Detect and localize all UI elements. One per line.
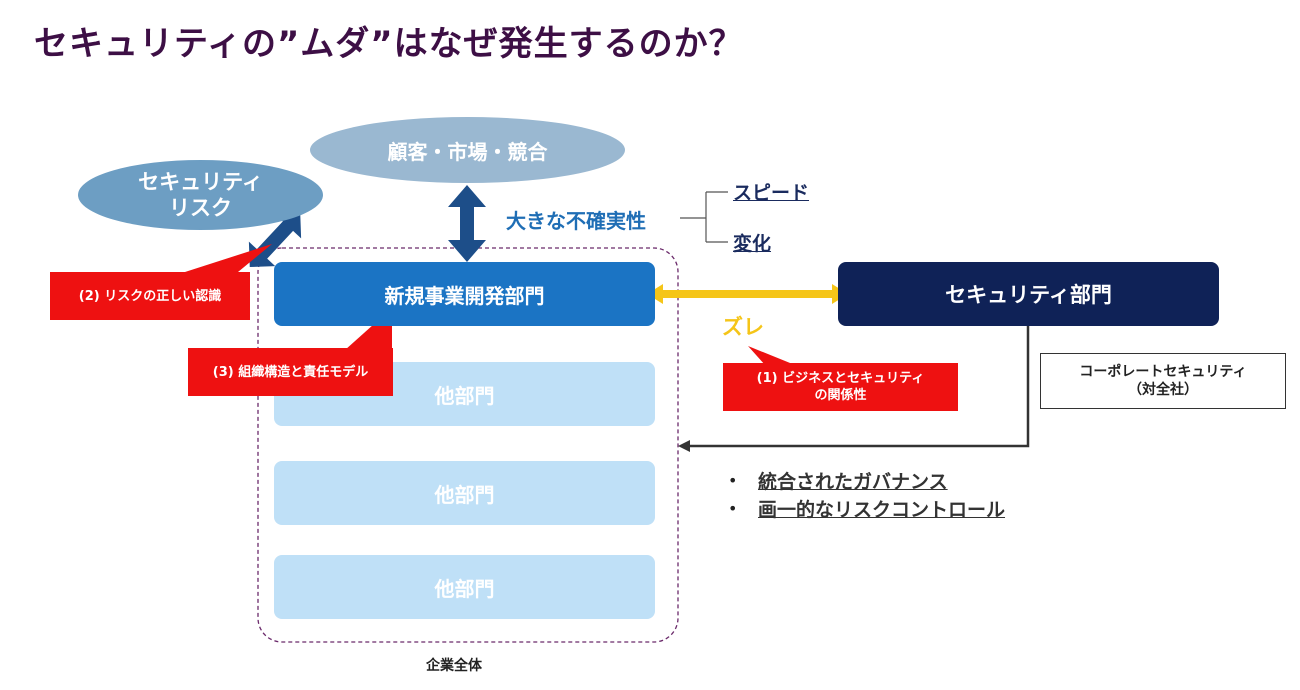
callout-business-relation-line2: の関係性: [814, 388, 867, 403]
callout-pointer-risk: [185, 244, 272, 272]
governance-arrow: [688, 326, 1030, 448]
uncertainty-label: 大きな不確実性: [506, 209, 646, 233]
bullet-marker: •: [728, 470, 738, 490]
callout-risk-recognition-text: (2) リスクの正しい認識: [78, 288, 222, 304]
bullet-text-integrated-governance: 統合されたガバナンス: [758, 470, 948, 493]
customer-market-ellipse: 顧客・市場・競合: [310, 117, 625, 183]
gap-arrow: [647, 284, 848, 304]
customer-market-label: 顧客・市場・競合: [387, 139, 548, 164]
other-dept-label-2: 他部門: [434, 482, 495, 507]
bullet-item: • 画一的なリスクコントロール: [728, 494, 1005, 522]
other-dept-label-3: 他部門: [434, 576, 495, 601]
enterprise-label: 企業全体: [426, 658, 482, 674]
security-dept-label: セキュリティ部門: [945, 283, 1112, 307]
callout-business-relation-line1: (1) ビジネスとセキュリティ: [756, 371, 925, 386]
security-risk-label-line1: セキュリティ: [138, 170, 263, 194]
other-dept-label-1: 他部門: [434, 383, 495, 408]
callout-risk-recognition: (2) リスクの正しい認識: [50, 272, 250, 320]
security-risk-ellipse: セキュリティ リスク: [78, 160, 323, 230]
uncertainty-bracket: [680, 191, 728, 243]
corporate-security-label-line2: （対全社）: [1128, 382, 1198, 398]
market-arrow: [448, 185, 486, 262]
page-title: セキュリティの”ムダ”はなぜ発生するのか？: [34, 24, 744, 64]
bullet-text-uniform-risk-control: 画一的なリスクコントロール: [758, 498, 1006, 521]
security-dept-box: セキュリティ部門: [838, 262, 1219, 326]
security-risk-label-line2: リスク: [169, 196, 232, 220]
new-business-dept-box: 新規事業開発部門: [274, 262, 655, 326]
governance-arrowhead: [678, 440, 690, 452]
risk-arrow: [248, 212, 302, 268]
callout-business-relation: (1) ビジネスとセキュリティ の関係性: [723, 363, 958, 411]
corporate-security-label-line1: コーポレートセキュリティ: [1079, 364, 1247, 380]
uncertainty-item-change: 変化: [733, 233, 772, 255]
bullet-list: • 統合されたガバナンス • 画一的なリスクコントロール: [728, 466, 1005, 522]
new-business-dept-label: 新規事業開発部門: [384, 283, 545, 308]
bullet-item: • 統合されたガバナンス: [728, 466, 1005, 494]
bullet-marker: •: [728, 498, 738, 518]
callout-org-structure-text: (3) 組織構造と責任モデル: [212, 364, 369, 380]
other-dept-box-2: 他部門: [274, 461, 655, 525]
gap-label: ズレ: [722, 315, 764, 339]
callout-pointer-business: [748, 346, 795, 365]
uncertainty-item-speed: スピード: [733, 182, 810, 204]
other-dept-box-3: 他部門: [274, 555, 655, 619]
corporate-security-box: コーポレートセキュリティ （対全社）: [1040, 353, 1286, 409]
callout-org-structure: (3) 組織構造と責任モデル: [188, 348, 393, 396]
